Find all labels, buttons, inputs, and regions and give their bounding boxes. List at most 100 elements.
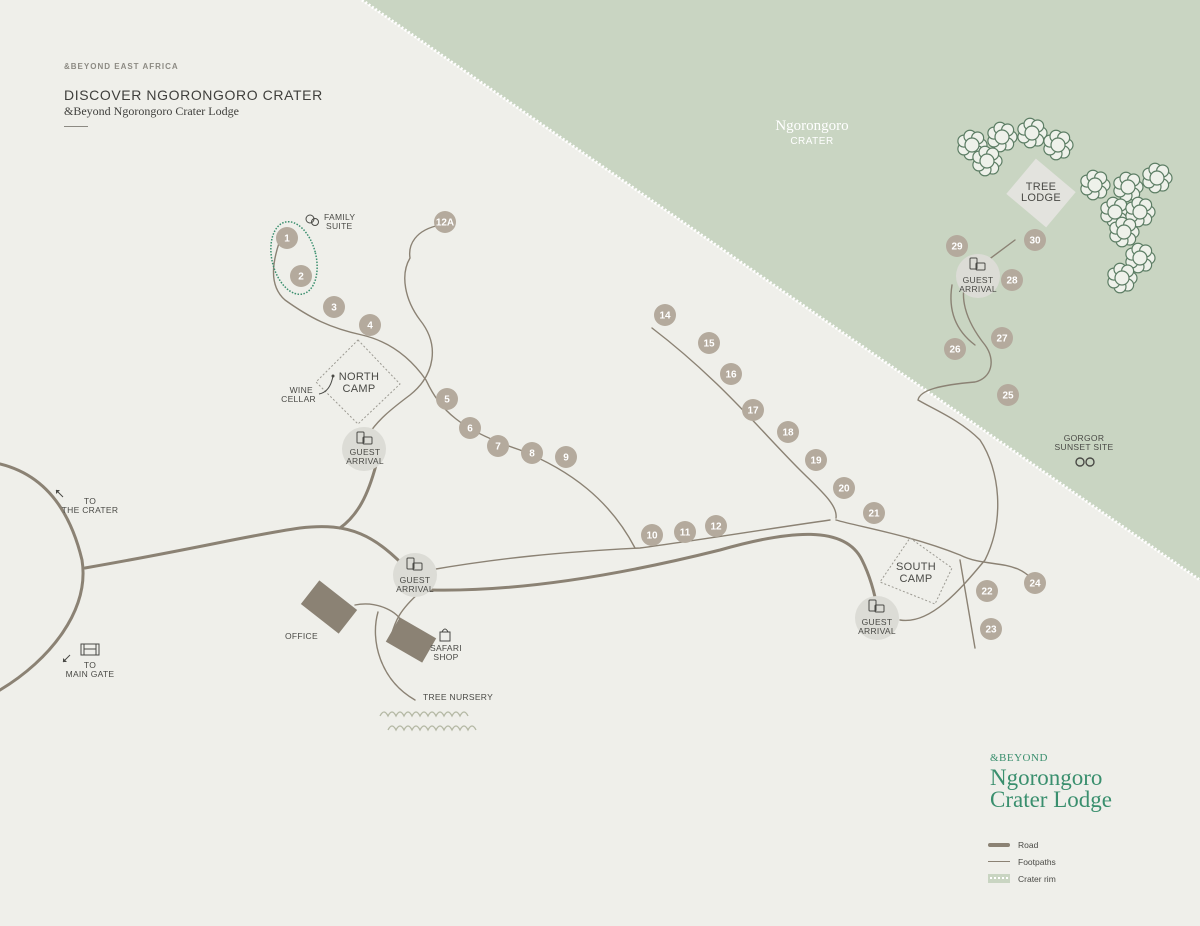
crater-rim xyxy=(361,0,1200,582)
camp-outlines xyxy=(315,339,953,605)
suite-marker[interactable]: 24 xyxy=(1024,572,1046,594)
suite-marker[interactable]: 8 xyxy=(521,442,543,464)
suite-marker[interactable]: 19 xyxy=(805,449,827,471)
svg-text:ARRIVAL: ARRIVAL xyxy=(346,456,384,466)
suite-number: 23 xyxy=(985,625,997,636)
page-title: DISCOVER NGORONGORO CRATER xyxy=(64,87,323,103)
binoculars-icon xyxy=(1075,457,1085,467)
guest-arrival-main[interactable]: GUEST ARRIVAL xyxy=(393,553,437,597)
tree-icon xyxy=(972,145,1003,177)
suite-marker[interactable]: 2 xyxy=(290,265,312,287)
footpath-swatch xyxy=(988,861,1010,862)
safari-shop-building xyxy=(385,617,437,663)
suite-number: 29 xyxy=(951,242,963,253)
to-main-gate-label: TO MAIN GATE xyxy=(62,643,115,679)
tree-icon xyxy=(1043,129,1074,161)
svg-text:FAMILY: FAMILY xyxy=(324,212,355,222)
suite-marker[interactable]: 22 xyxy=(976,580,998,602)
suite-number: 15 xyxy=(703,339,715,350)
suite-marker[interactable]: 21 xyxy=(863,502,885,524)
office-building xyxy=(300,580,358,634)
suite-number: 25 xyxy=(1002,391,1014,402)
suite-marker[interactable]: 20 xyxy=(833,477,855,499)
suite-marker[interactable]: 14 xyxy=(654,304,676,326)
suite-marker[interactable]: 5 xyxy=(436,388,458,410)
page-subtitle: &Beyond Ngorongoro Crater Lodge xyxy=(64,104,239,118)
svg-text:GUEST: GUEST xyxy=(862,617,893,627)
safari-shop-label: SAFARI SHOP xyxy=(430,628,462,662)
tree-nursery xyxy=(379,711,477,732)
place-labels: FAMILY SUITE WINE CELLAR NORTH CAMP SOUT… xyxy=(55,181,1114,702)
suite-number: 4 xyxy=(367,321,373,332)
brand-label: &BEYOND EAST AFRICA xyxy=(64,62,179,71)
suite-marker[interactable]: 26 xyxy=(944,338,966,360)
suite-marker[interactable]: 25 xyxy=(997,384,1019,406)
suite-marker[interactable]: 15 xyxy=(698,332,720,354)
suite-marker[interactable]: 4 xyxy=(359,314,381,336)
suite-number: 27 xyxy=(996,334,1008,345)
suite-marker[interactable]: 1 xyxy=(276,227,298,249)
tree-icon xyxy=(1017,117,1048,149)
suite-marker[interactable]: 29 xyxy=(946,235,968,257)
svg-text:ARRIVAL: ARRIVAL xyxy=(396,584,434,594)
suite-marker[interactable]: 17 xyxy=(742,399,764,421)
road-swatch xyxy=(988,842,1010,847)
office-label: OFFICE xyxy=(285,631,318,641)
tree-lodge-label: TREE xyxy=(1026,181,1057,193)
guest-arrival-south[interactable]: GUEST ARRIVAL xyxy=(855,596,899,640)
suite-number: 5 xyxy=(444,395,450,406)
legend-crater-rim: Crater rim xyxy=(988,870,1056,887)
suite-number: 9 xyxy=(563,453,569,464)
guest-arrivals: GUEST ARRIVAL GUEST ARRIVAL GUEST ARRIVA… xyxy=(342,254,1000,640)
suite-number: 16 xyxy=(725,370,737,381)
guest-arrival-north[interactable]: GUEST ARRIVAL xyxy=(342,427,386,471)
suite-marker[interactable]: 12 xyxy=(705,515,727,537)
tree-icon xyxy=(1113,171,1144,203)
svg-text:THE CRATER: THE CRATER xyxy=(62,505,119,515)
suite-number: 20 xyxy=(838,484,850,495)
suite-marker[interactable]: 28 xyxy=(1001,269,1023,291)
guest-arrival-tree-lodge[interactable]: GUEST ARRIVAL xyxy=(956,254,1000,298)
suite-number: 1 xyxy=(284,234,290,245)
svg-text:GUEST: GUEST xyxy=(963,275,994,285)
legend-road: Road xyxy=(988,836,1056,853)
svg-text:ARRIVAL: ARRIVAL xyxy=(959,284,997,294)
tree-icon xyxy=(1142,162,1173,194)
suite-number: 21 xyxy=(868,509,880,520)
roads xyxy=(0,462,880,692)
suite-marker[interactable]: 16 xyxy=(720,363,742,385)
map-legend: Road Footpaths Crater rim xyxy=(988,836,1056,887)
suite-number: 17 xyxy=(747,406,759,417)
suite-marker[interactable]: 11 xyxy=(674,521,696,543)
suite-marker[interactable]: 3 xyxy=(323,296,345,318)
suite-marker[interactable]: 10 xyxy=(641,524,663,546)
suite-marker[interactable]: 12A xyxy=(434,211,456,233)
suite-number: 22 xyxy=(981,587,993,598)
svg-text:SUNSET SITE: SUNSET SITE xyxy=(1055,442,1114,452)
gorgor-label: GORGOR SUNSET SITE xyxy=(1055,433,1114,467)
tree-icon xyxy=(1109,216,1140,248)
legend-crater-rim-label: Crater rim xyxy=(1018,873,1056,884)
svg-text:TO: TO xyxy=(84,660,96,670)
suite-marker[interactable]: 27 xyxy=(991,327,1013,349)
svg-text:MAIN GATE: MAIN GATE xyxy=(66,669,115,679)
tree-nursery-label: TREE NURSERY xyxy=(423,692,493,702)
footpaths xyxy=(272,224,1041,701)
svg-text:LODGE: LODGE xyxy=(1021,192,1061,204)
suite-marker[interactable]: 30 xyxy=(1024,229,1046,251)
suite-number: 3 xyxy=(331,303,337,314)
suite-marker[interactable]: 6 xyxy=(459,417,481,439)
suite-number: 18 xyxy=(782,428,794,439)
svg-text:CAMP: CAMP xyxy=(900,573,933,585)
suite-marker[interactable]: 9 xyxy=(555,446,577,468)
svg-text:GORGOR: GORGOR xyxy=(1064,433,1105,443)
suite-number: 30 xyxy=(1029,236,1041,247)
logo-name: Ngorongoro Crater Lodge xyxy=(990,765,1112,812)
suite-marker[interactable]: 18 xyxy=(777,421,799,443)
suite-marker[interactable]: 7 xyxy=(487,435,509,457)
crater-name: Ngorongoro xyxy=(775,118,848,134)
suite-marker[interactable]: 23 xyxy=(980,618,1002,640)
suite-number: 14 xyxy=(659,311,671,322)
tree-cluster xyxy=(957,117,1173,294)
